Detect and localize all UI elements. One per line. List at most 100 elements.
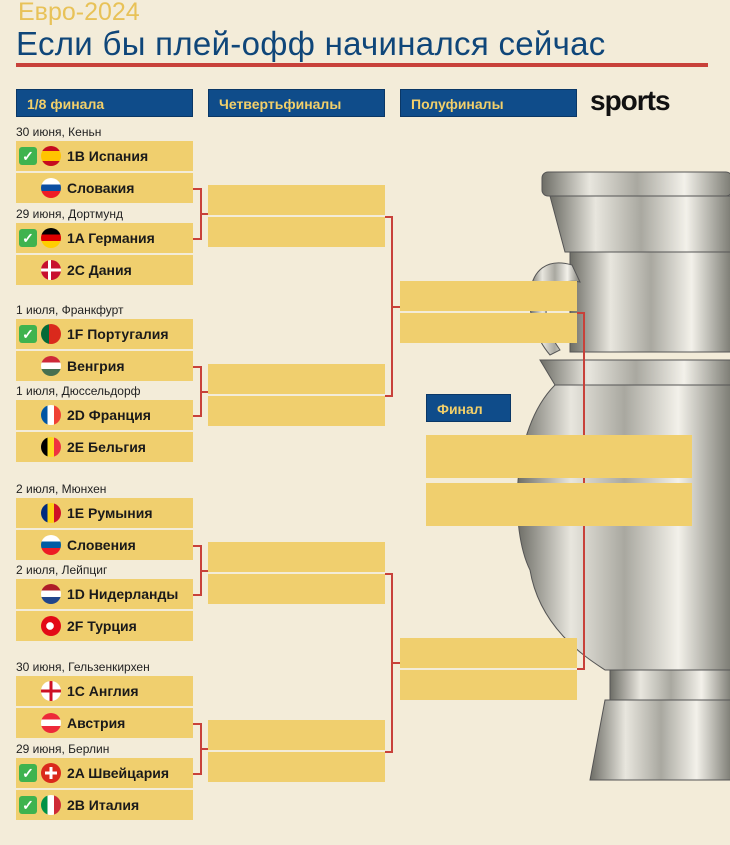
- team-name: 2C Дания: [67, 262, 132, 278]
- team-name: 1E Румыния: [67, 505, 153, 521]
- check-icon: ✓: [19, 325, 37, 343]
- check-icon: ✓: [19, 764, 37, 782]
- page-title: Если бы плей-офф начинался сейчас: [16, 25, 606, 62]
- team-slot[interactable]: ✓ 1A Германия: [16, 223, 193, 253]
- team-slot[interactable]: 2E Бельгия: [16, 432, 193, 462]
- team-name: 2A Швейцария: [67, 765, 170, 781]
- slovakia-flag-icon: [41, 178, 61, 198]
- check-icon: ✓: [19, 147, 37, 165]
- team-name: 1B Испания: [67, 148, 149, 164]
- match-date: 30 июня, Кеньн: [16, 125, 102, 139]
- team-slot[interactable]: Австрия: [16, 708, 193, 738]
- bracket-line: [193, 723, 201, 725]
- bracket-line: [391, 305, 400, 308]
- turkey-flag-icon: [41, 616, 61, 636]
- header-semifinals: Полуфиналы: [400, 89, 577, 117]
- header-final: Финал: [426, 394, 511, 422]
- france-flag-icon: [41, 405, 61, 425]
- team-name: 1A Германия: [67, 230, 155, 246]
- bracket-line: [193, 188, 201, 190]
- england-flag-icon: [41, 681, 61, 701]
- semifinal-slot[interactable]: [400, 670, 577, 700]
- quarterfinal-slot[interactable]: [208, 396, 385, 426]
- match-date: 2 июля, Мюнхен: [16, 482, 107, 496]
- quarterfinal-slot[interactable]: [208, 217, 385, 247]
- team-slot[interactable]: ✓ 2B Италия: [16, 790, 193, 820]
- portugal-flag-icon: [41, 324, 61, 344]
- team-slot[interactable]: ✓ 1B Испания: [16, 141, 193, 171]
- team-slot[interactable]: Словения: [16, 530, 193, 560]
- bracket-line: [385, 751, 393, 753]
- bracket-line: [193, 238, 201, 240]
- bracket-line: [193, 545, 201, 547]
- semifinal-slot[interactable]: [400, 313, 577, 343]
- quarterfinal-slot[interactable]: [208, 542, 385, 572]
- bracket-line: [391, 662, 400, 664]
- team-name: 1F Португалия: [67, 326, 169, 342]
- bracket-line: [193, 415, 201, 417]
- team-name: 2B Италия: [67, 797, 140, 813]
- sports-logo: sports: [590, 85, 671, 116]
- bracket-line: [200, 748, 208, 750]
- semifinal-slot[interactable]: [400, 638, 577, 668]
- netherlands-flag-icon: [41, 584, 61, 604]
- match-date: 30 июня, Гельзенкирхен: [16, 660, 150, 674]
- team-name: 1C Англия: [67, 683, 139, 699]
- semifinal-slot[interactable]: [400, 281, 577, 311]
- kicker: Евро-2024: [18, 0, 140, 26]
- team-slot[interactable]: 2D Франция: [16, 400, 193, 430]
- team-slot[interactable]: Венгрия: [16, 351, 193, 381]
- check-icon: ✓: [19, 229, 37, 247]
- romania-flag-icon: [41, 503, 61, 523]
- bracket-line: [200, 390, 208, 393]
- header-quarterfinals: Четвертьфиналы: [208, 89, 385, 117]
- bracket-line: [193, 773, 201, 775]
- quarterfinal-slot[interactable]: [208, 752, 385, 782]
- header-round-of-16: 1/8 финала: [16, 89, 193, 117]
- match-date: 29 июня, Дортмунд: [16, 207, 124, 221]
- match-date: 2 июля, Лейпциг: [16, 563, 108, 577]
- spain-flag-icon: [41, 146, 61, 166]
- italy-flag-icon: [41, 795, 61, 815]
- team-name: Венгрия: [67, 358, 125, 374]
- quarterfinal-slot[interactable]: [208, 720, 385, 750]
- germany-flag-icon: [41, 228, 61, 248]
- bracket-line: [200, 213, 208, 215]
- team-slot[interactable]: ✓ 1F Португалия: [16, 319, 193, 349]
- bracket-line: [200, 569, 208, 572]
- team-name: 2D Франция: [67, 407, 151, 423]
- bracket-line: [193, 594, 201, 596]
- title-divider: [16, 63, 708, 67]
- quarterfinal-slot[interactable]: [208, 185, 385, 215]
- quarterfinal-slot[interactable]: [208, 364, 385, 394]
- switzerland-flag-icon: [41, 763, 61, 783]
- final-slot[interactable]: [426, 483, 692, 526]
- team-slot[interactable]: Словакия: [16, 173, 193, 203]
- bracket-line: [577, 668, 585, 670]
- quarterfinal-slot[interactable]: [208, 574, 385, 604]
- bracket-line: [385, 573, 393, 575]
- austria-flag-icon: [41, 713, 61, 733]
- team-slot[interactable]: 1D Нидерланды: [16, 579, 193, 609]
- team-name: Словакия: [67, 180, 135, 196]
- check-icon: ✓: [19, 796, 37, 814]
- bracket-line: [385, 216, 393, 218]
- match-date: 29 июня, Берлин: [16, 742, 110, 756]
- slovenia-flag-icon: [41, 535, 61, 555]
- team-slot[interactable]: 2F Турция: [16, 611, 193, 641]
- denmark-flag-icon: [41, 260, 61, 280]
- match-date: 1 июля, Дюссельдорф: [16, 384, 141, 398]
- team-slot[interactable]: ✓ 2A Швейцария: [16, 758, 193, 788]
- bracket-line: [385, 395, 393, 397]
- bracket-line: [193, 366, 201, 368]
- bracket-line: [577, 312, 585, 314]
- team-slot[interactable]: 1E Румыния: [16, 498, 193, 528]
- team-slot[interactable]: 2C Дания: [16, 255, 193, 285]
- final-slot[interactable]: [426, 435, 692, 478]
- team-name: 2E Бельгия: [67, 439, 146, 455]
- team-name: Австрия: [67, 715, 126, 731]
- match-date: 1 июля, Франкфурт: [16, 303, 124, 317]
- team-name: Словения: [67, 537, 136, 553]
- team-slot[interactable]: 1C Англия: [16, 676, 193, 706]
- belgium-flag-icon: [41, 437, 61, 457]
